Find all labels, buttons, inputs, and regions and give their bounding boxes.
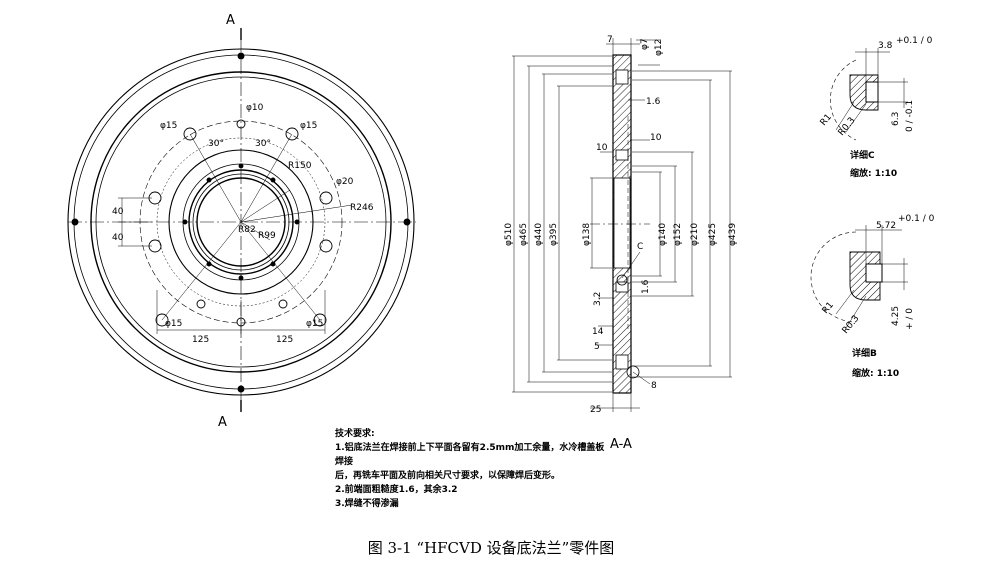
angle-label: 30°	[255, 139, 271, 149]
dim-label: φ7	[640, 38, 650, 50]
detail-c-tolerance: 0 / -0.1	[905, 100, 915, 132]
dim-label: 1.6	[646, 97, 661, 107]
angle-label: 30°	[208, 139, 224, 149]
detail-c-radius: R1	[819, 112, 834, 128]
detail-c-dim: 3.8	[878, 41, 893, 51]
diameter-label: φ152	[673, 223, 683, 246]
diameter-label: φ510	[504, 223, 514, 246]
detail-c-scale: 缩放: 1:10	[850, 167, 897, 179]
dim-label: 10	[650, 133, 662, 143]
front-view-labels: A A φ15 φ15 φ15 φ15 φ10 φ20 30° 30° R150…	[112, 13, 374, 430]
dim-label: 14	[592, 327, 604, 337]
dim-label: 125	[276, 335, 293, 345]
radius-label: R150	[288, 161, 312, 171]
diameter-label: φ440	[534, 223, 544, 246]
dim-label: 7	[607, 35, 613, 45]
dim-label: φ12	[654, 39, 664, 56]
section-view	[512, 38, 732, 412]
hole-label: φ10	[246, 103, 264, 113]
hole-label: φ15	[160, 121, 177, 131]
diameter-label: φ439	[728, 223, 738, 246]
detail-b-tolerance: +0.1 / 0	[898, 214, 935, 224]
detail-b-scale: 缩放: 1:10	[852, 367, 899, 379]
front-view	[67, 28, 416, 412]
hole-label: φ20	[336, 177, 354, 187]
dim-label: 10	[596, 143, 608, 153]
notes-line: 后，再铣车平面及前向相关尺寸要求，以保障焊后变形。	[335, 470, 561, 481]
dim-label: 5	[594, 342, 600, 352]
dim-label: 125	[192, 335, 209, 345]
figure-caption: 图 3-1 “HFCVD 设备底法兰”零件图	[367, 539, 615, 557]
detail-b-title: 详细B	[852, 347, 877, 359]
detail-c-dim: 6.3	[891, 112, 901, 126]
hole-label: φ15	[165, 319, 182, 329]
dim-label: 40	[112, 207, 124, 217]
dim-label: 3.2	[593, 292, 603, 306]
detail-b	[810, 225, 908, 329]
detail-b-dim: 5.72	[876, 221, 896, 231]
dim-label: 40	[112, 233, 124, 243]
detail-b-dim: 4.25	[891, 306, 901, 326]
detail-b-radius: R1	[821, 300, 836, 316]
dim-label: 1.6	[641, 279, 651, 294]
diameter-label: φ425	[708, 223, 718, 246]
hole-label: φ15	[300, 121, 317, 131]
callout-c-label: C	[637, 242, 643, 252]
diameter-label: φ138	[582, 223, 592, 246]
detail-c-tolerance: +0.1 / 0	[896, 36, 933, 46]
section-mark-bottom: A	[218, 415, 227, 430]
detail-c	[830, 48, 908, 141]
radius-label: R246	[350, 203, 374, 213]
section-view-title: A-A	[610, 437, 632, 452]
bolt-holes	[71, 52, 411, 393]
diameter-label: φ140	[658, 223, 668, 246]
detail-c-title: 详细C	[850, 149, 875, 161]
notes-line: 2.前端面粗糙度1.6，其余3.2	[335, 484, 458, 495]
notes-title: 技术要求:	[335, 429, 375, 439]
radius-label: R99	[258, 231, 276, 241]
dim-label: 8	[651, 381, 657, 391]
section-view-labels: 7 φ7 φ12 φ510 φ465 φ440 φ395 φ138 φ140 φ…	[504, 35, 738, 452]
diameter-label: φ395	[549, 223, 559, 246]
detail-b-tolerance: + / 0	[905, 308, 915, 330]
radius-label: R82	[238, 225, 256, 235]
notes-line: 1.铝底法兰在焊接前上下平面各留有2.5mm加工余量，水冷槽盖板焊接	[335, 442, 605, 467]
technical-notes: 技术要求: 1.铝底法兰在焊接前上下平面各留有2.5mm加工余量，水冷槽盖板焊接…	[335, 428, 605, 512]
detail-b-radius: R0.3	[841, 314, 862, 336]
hole-label: φ15	[306, 319, 323, 329]
diameter-label: φ465	[519, 223, 529, 246]
dim-label: 25	[590, 405, 601, 415]
notes-line: 3.焊缝不得渗漏	[335, 498, 399, 509]
section-mark-top: A	[226, 13, 235, 28]
diameter-label: φ210	[690, 223, 700, 246]
detail-c-radius: R0.3	[837, 116, 858, 138]
